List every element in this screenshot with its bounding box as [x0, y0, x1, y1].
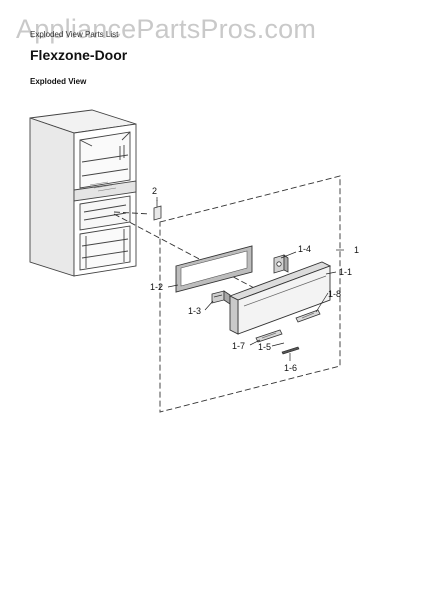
assembly-boundary [159, 175, 341, 413]
callout-1-8: 1-8 [328, 289, 341, 299]
callout-1-1: 1-1 [339, 267, 352, 277]
watermark-text: AppliancePartsPros.com [16, 14, 317, 44]
callout-1-7: 1-7 [232, 341, 245, 351]
callout-leaders [156, 197, 344, 361]
part-1-6-strip [281, 346, 300, 355]
callout-1-3: 1-3 [188, 306, 201, 316]
callout-1-2: 1-2 [150, 282, 163, 292]
assembly-leader-lines [113, 211, 259, 291]
part-1-4-latch [273, 254, 289, 274]
part-1-2-gasket [175, 245, 253, 293]
part-1-8-handle [295, 309, 321, 323]
callout-1-5: 1-5 [258, 342, 271, 352]
callout-2: 2 [152, 186, 157, 196]
breadcrumb: Exploded View Parts List [30, 30, 119, 39]
diagram-subtitle: Exploded View [30, 77, 87, 86]
callout-1-6: 1-6 [284, 363, 297, 373]
part-1-1-door-panel [228, 261, 332, 335]
callout-1: 1 [354, 245, 359, 255]
callout-1-4: 1-4 [298, 244, 311, 254]
page-title: Flexzone-Door [30, 47, 128, 63]
part-1-7-handle [255, 329, 283, 343]
part-2-bracket [153, 200, 162, 221]
part-1-3-bracket [211, 290, 231, 305]
refrigerator-cabinet [29, 109, 137, 277]
shelf-hatching [89, 181, 117, 192]
